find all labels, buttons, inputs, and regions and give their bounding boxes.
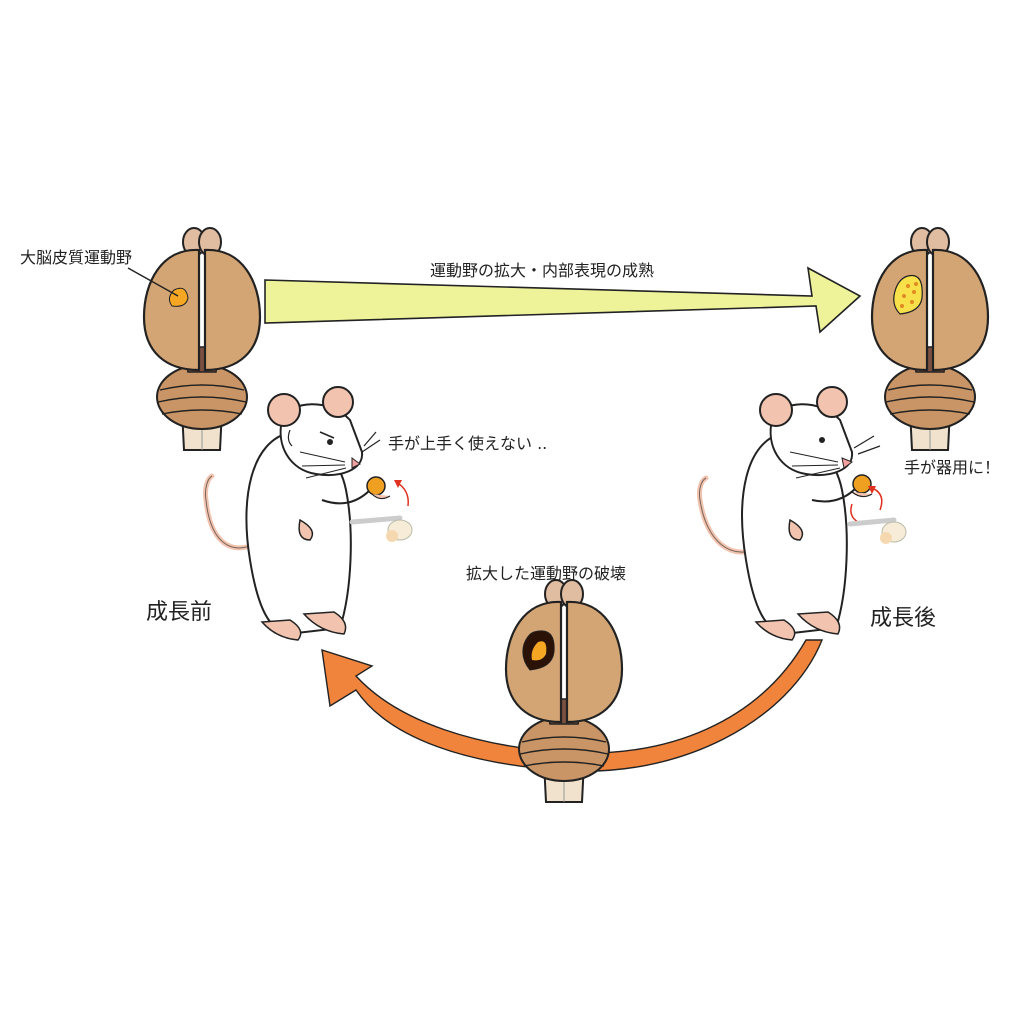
motor-cortex-label: 大脳皮質運動野 — [20, 248, 133, 267]
rat-before-ear-right — [322, 386, 354, 418]
dexterous-label: 手が器用に！ — [904, 458, 1001, 477]
brain-after — [870, 226, 990, 452]
rat-before-food — [366, 476, 386, 496]
destroy-label: 拡大した運動野の破壊 — [466, 564, 627, 583]
maturation-arrow — [264, 266, 862, 334]
rat-after-arm — [811, 487, 857, 503]
after-growth-label: 成長後 — [870, 606, 937, 631]
top-arrow-label: 運動野の拡大・内部表現の成熟 — [430, 261, 655, 280]
motor-area-small — [168, 287, 189, 307]
brain-before — [142, 226, 262, 452]
rat-before-head — [279, 403, 364, 476]
rat-after — [697, 386, 907, 641]
rat-after-motion-arrow — [871, 487, 883, 511]
brain-lesion — [504, 578, 624, 804]
rat-after-food — [852, 474, 872, 494]
destruction-arrow — [321, 639, 824, 772]
rat-before-arm — [321, 489, 371, 505]
before-growth-label: 成長前 — [146, 600, 213, 625]
rat-after-ear-left — [759, 393, 793, 427]
clumsy-label: 手が上手く使えない .. — [388, 434, 548, 453]
rat-after-ear-right — [816, 386, 848, 418]
rat-before-ear-left — [267, 393, 301, 427]
rat-before — [203, 386, 413, 641]
motor-cortex-pointer — [127, 267, 179, 297]
